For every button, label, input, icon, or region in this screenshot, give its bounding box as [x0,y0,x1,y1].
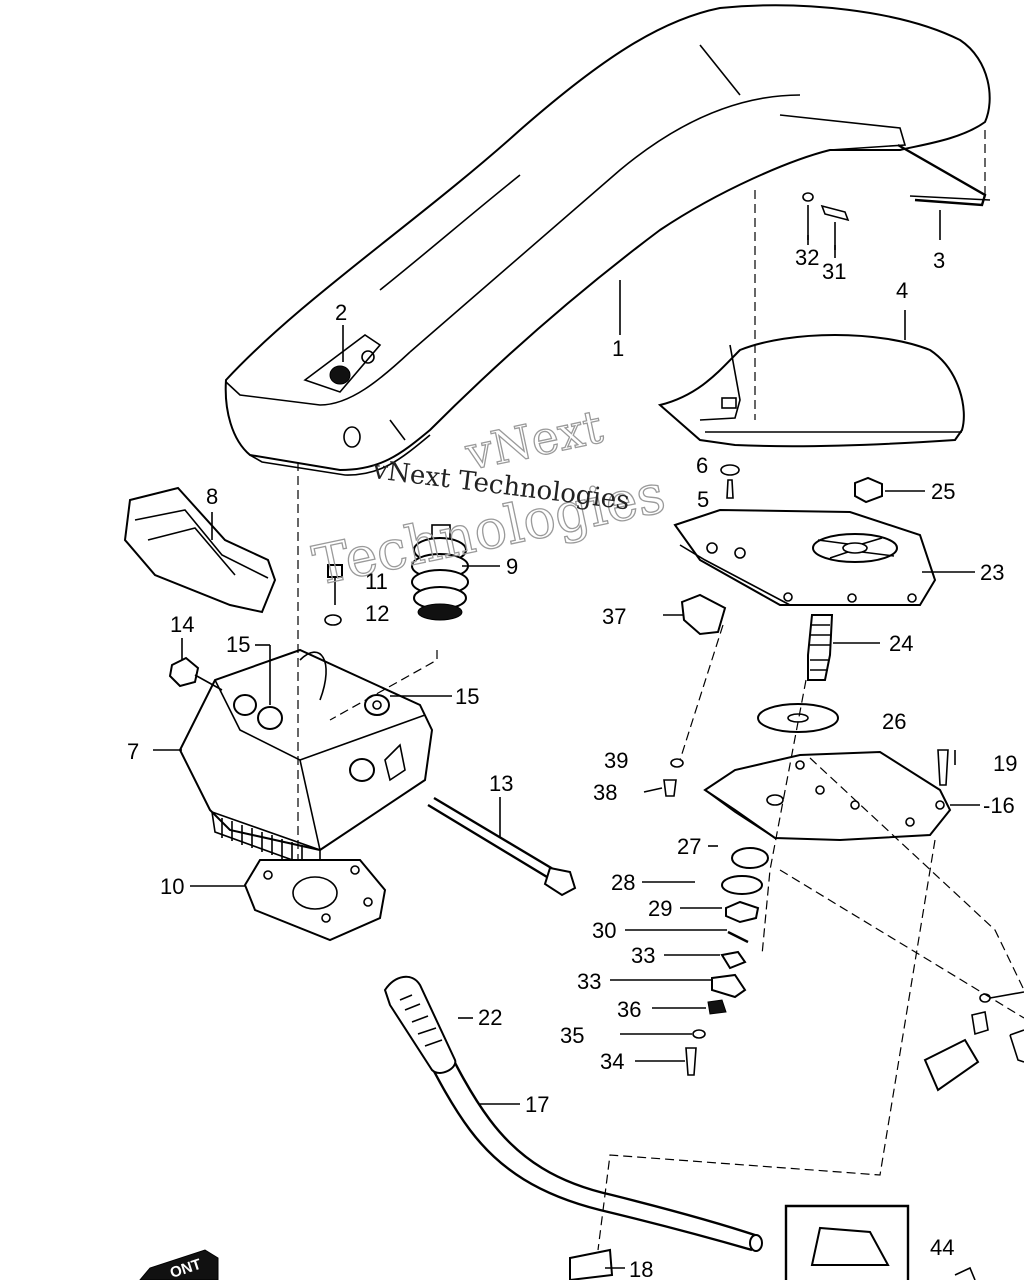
callout-17: 17 [525,1092,549,1117]
part-10-base-plate [243,859,387,942]
callout-9: 9 [506,554,518,579]
callout-15b: 15 [455,684,479,709]
callout-27: 27 [677,834,701,859]
callout-7: 7 [127,739,139,764]
part-1-shroud [224,4,991,476]
callout-8: 8 [206,484,218,509]
callout-39: 39 [604,748,628,773]
callout-16: -16 [983,793,1015,818]
callout-3: 3 [933,248,945,273]
callout-19: 19 [993,751,1017,776]
part-18-clamp [569,1248,614,1280]
callout-28: 28 [611,870,635,895]
callout-37: 37 [602,604,626,629]
parts-31-32-screw-washer [802,192,850,250]
callout-24: 24 [889,631,913,656]
callout-26: 26 [882,709,906,734]
callout-30: 30 [592,918,616,943]
callout-23: 23 [980,560,1004,585]
callout-5: 5 [697,487,709,512]
callout-12: 12 [365,601,389,626]
callout-33a: 33 [631,943,655,968]
parts-27-36-stack [663,758,769,1076]
part-24-stud [807,614,834,681]
bottom-right-inset [784,1204,976,1280]
callout-11: 11 [365,569,388,594]
callout-1: 1 [612,336,624,361]
callout-34: 34 [600,1049,624,1074]
callout-36: 36 [617,997,641,1022]
callout-labels: 1 2 3 4 5 6 7 8 9 10 11 12 13 14 15 15 -… [127,245,1017,1280]
part-3-wire [897,143,991,207]
part-7-bracket [178,648,434,872]
part-8-pad [123,486,277,614]
callout-35: 35 [560,1023,584,1048]
front-arrow-badge [139,1249,219,1280]
callout-31: 31 [822,259,846,284]
leader-lines [153,210,980,1269]
callout-22: 22 [478,1005,502,1030]
callout-4: 4 [896,278,908,303]
callout-15a: 15 [226,632,250,657]
part-9-bellows [411,524,469,621]
part-22-grip [383,975,457,1074]
callout-10: 10 [160,874,184,899]
part-26-washer [757,703,839,733]
part-23-plate [673,508,937,606]
callout-13: 13 [489,771,513,796]
callout-6: 6 [696,453,708,478]
callout-2: 2 [335,300,347,325]
part-4-cover [657,334,965,448]
part-13-long-bolt [427,796,577,897]
callout-14: 14 [170,612,194,637]
part-37-clip [680,593,727,636]
part-16-plate [703,749,952,842]
callout-29: 29 [648,896,672,921]
assembly-dash-lines [297,130,1024,1251]
callout-32: 32 [795,245,819,270]
callout-25: 25 [931,479,955,504]
callout-44: 44 [930,1235,954,1260]
parts-5-6-25-hardware [720,464,883,504]
callout-18: 18 [629,1257,653,1280]
right-edge-fittings [923,991,1024,1092]
parts-11-12-14-15-hardware [168,564,390,716]
callout-38: 38 [593,780,617,805]
callout-33b: 33 [577,969,601,994]
